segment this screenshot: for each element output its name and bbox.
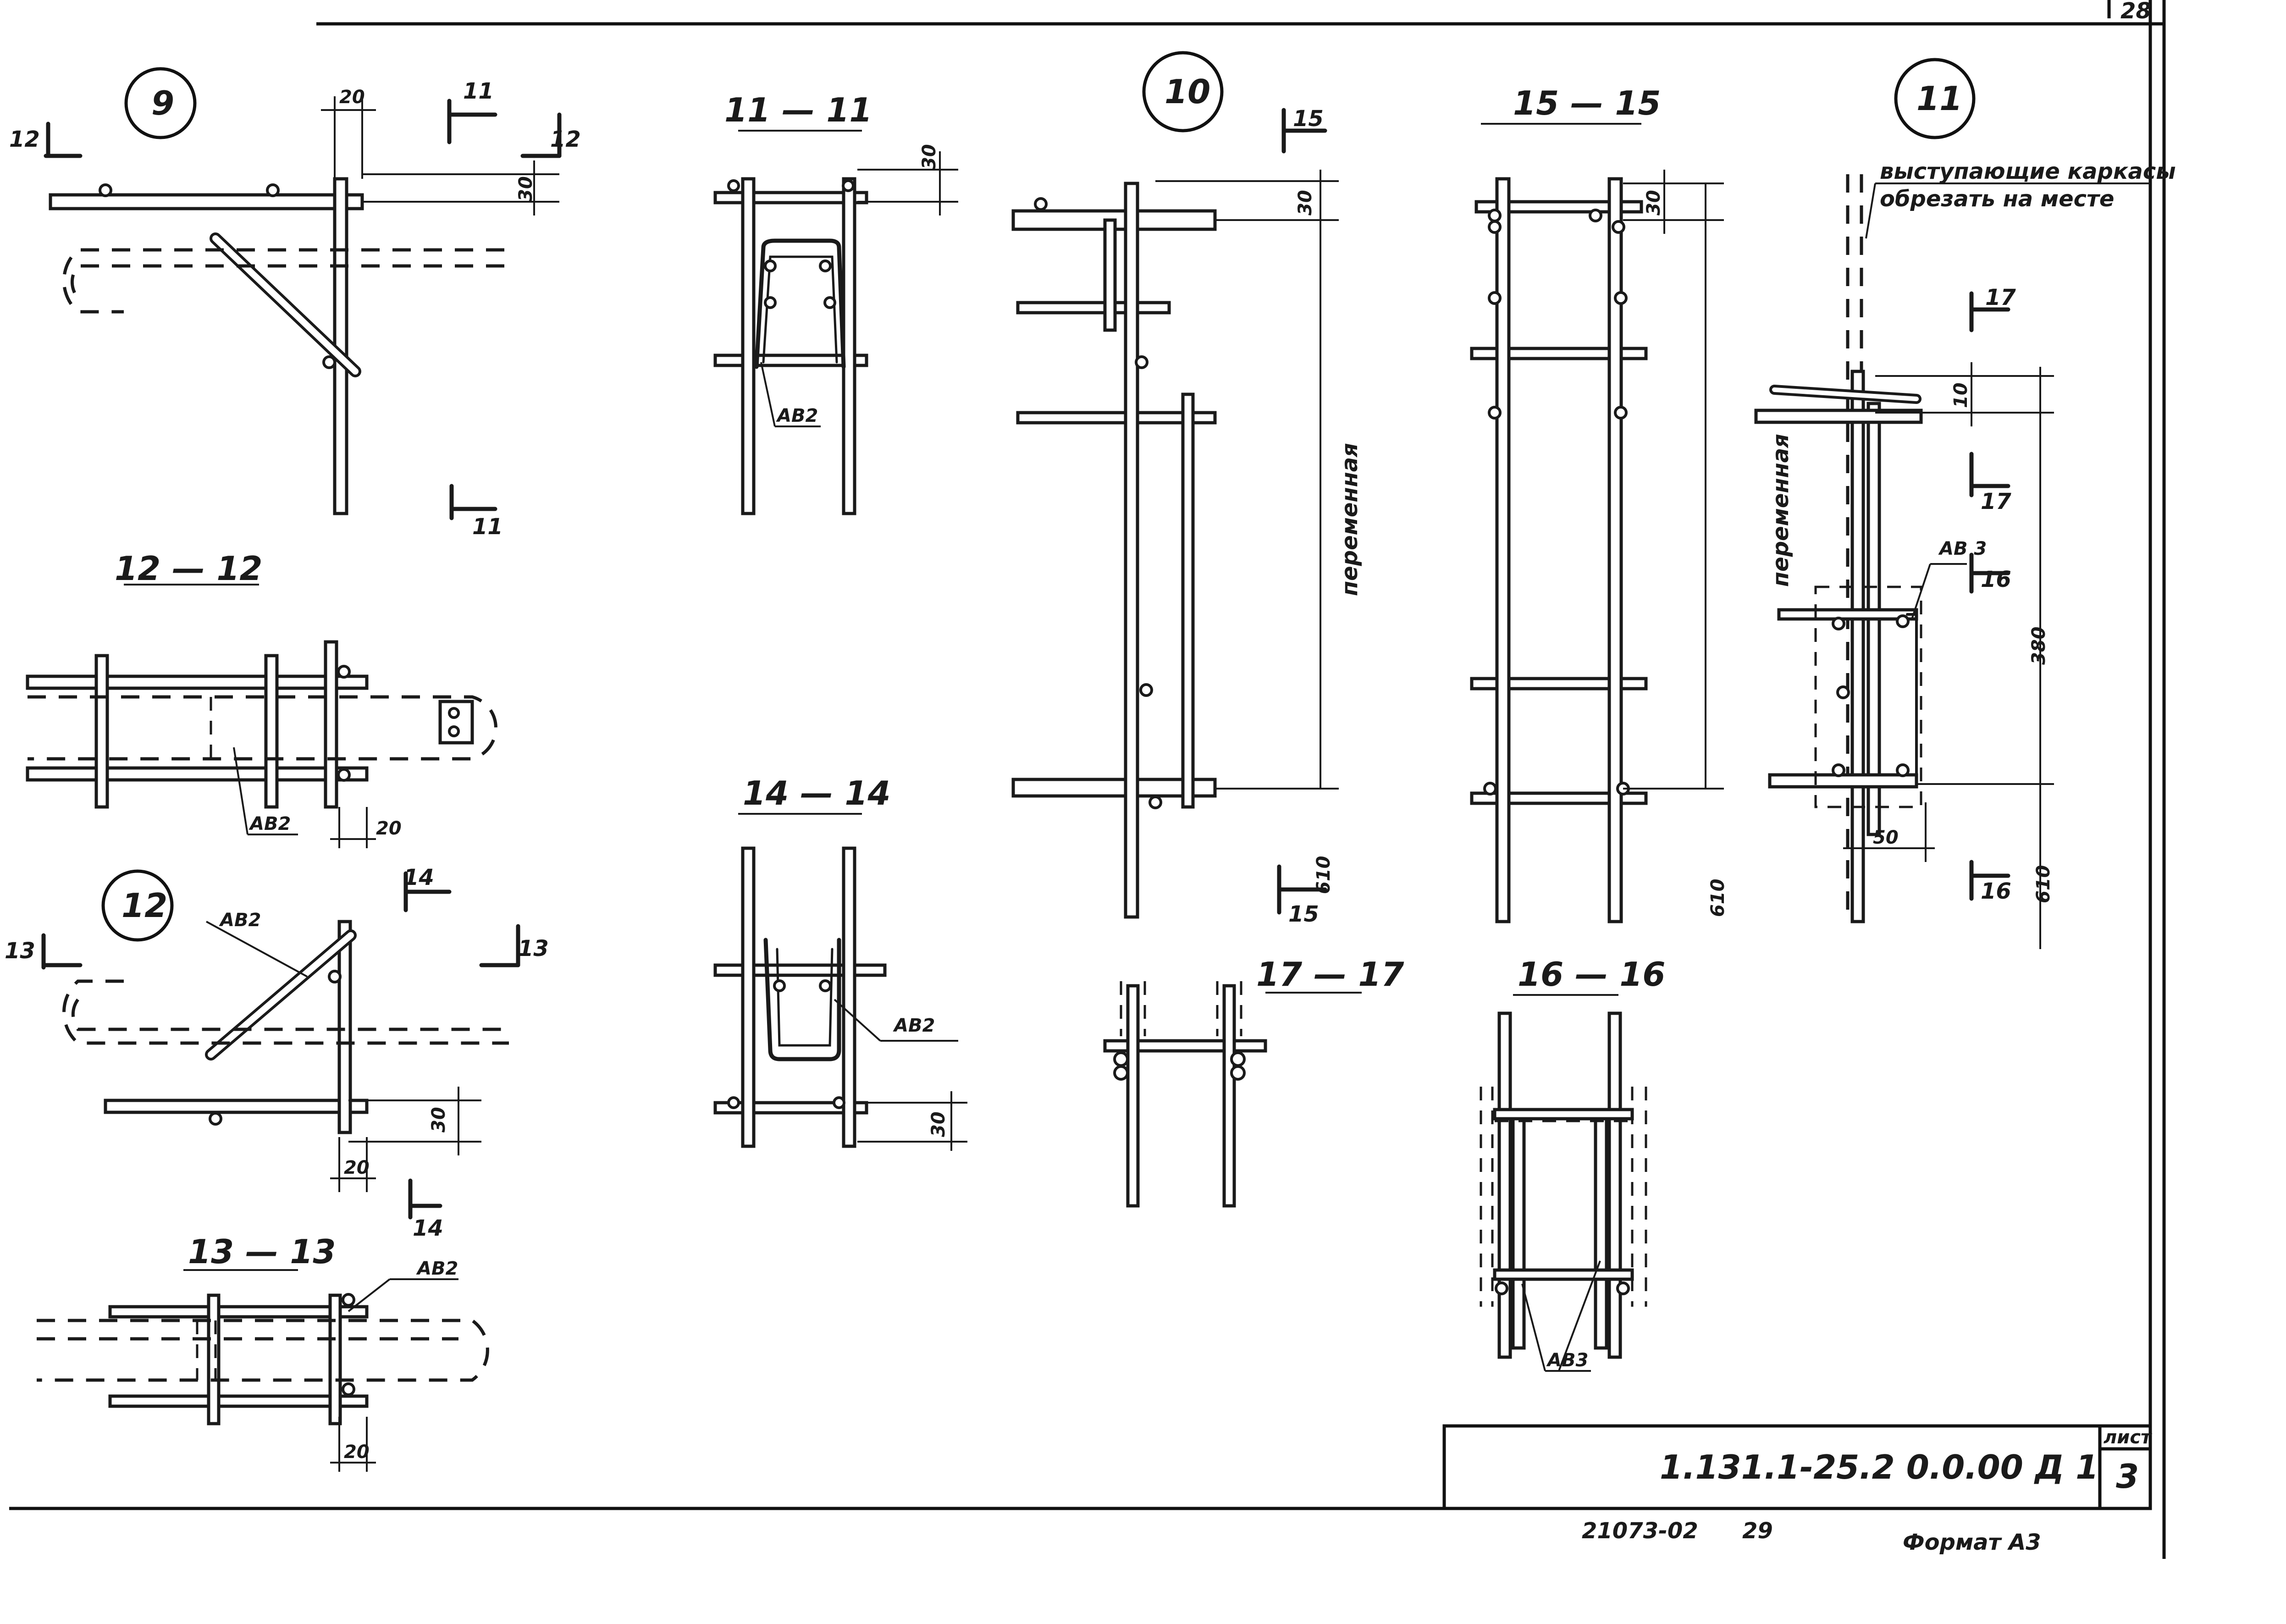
dim-20-node12: 20: [344, 1157, 370, 1178]
cut-mark-12-left: 12: [9, 127, 40, 152]
section-title-17: 17 — 17: [1256, 955, 1404, 994]
node-11-label: 11: [1916, 79, 1962, 118]
label-ab3-16: АВ3: [1546, 1350, 1588, 1371]
section-title-13: 13 — 13: [188, 1232, 336, 1271]
dim-50-node11: 50: [1873, 827, 1899, 848]
cut-mark-11-bottom: 11: [472, 514, 503, 540]
dim-610-15: 610: [1707, 879, 1728, 917]
label-ab2-11: АВ2: [776, 405, 818, 426]
section-17-17: 17 — 17: [1103, 955, 1404, 1208]
label-ab2-node12: АВ2: [219, 910, 261, 931]
cut-mark-14-top: 14: [403, 865, 434, 890]
cut-mark-13-left: 13: [5, 938, 35, 964]
section-title-11: 11 — 11: [724, 91, 872, 129]
dim-10-node11: 10: [1950, 382, 1971, 408]
node-9-label: 9: [151, 84, 174, 122]
cut-mark-16-top: 16: [1981, 567, 2011, 592]
corner-number: 28: [2120, 0, 2151, 24]
node-11-detail: 11 выступающие каркасы обрезать на месте…: [1754, 58, 2176, 949]
cut-mark-15-top: 15: [1293, 106, 1324, 132]
cut-mark-13-right: 13: [518, 936, 549, 961]
label-variable-10: переменная: [1337, 443, 1363, 596]
format-label: Формат А3: [1903, 1530, 2041, 1555]
cut-mark-16-bottom: 16: [1981, 878, 2011, 904]
section-11-11: 11 — 11 АВ2 30: [713, 91, 958, 515]
section-14-14: 14 — 14 АВ2 30: [713, 774, 967, 1151]
title-block: 1.131.1-25.2 0.0.00 Д 1 лист 3 21073-02 …: [1442, 1424, 2153, 1555]
dim-610-10: 610: [1313, 856, 1334, 895]
dim-30-14: 30: [928, 1111, 949, 1137]
cut-mark-14-bottom: 14: [413, 1215, 443, 1241]
sheet-number: 3: [2116, 1457, 2139, 1496]
label-ab2-13: АВ2: [416, 1258, 458, 1279]
section-title-16: 16 — 16: [1518, 955, 1666, 994]
cut-mark-11-top: 11: [463, 78, 494, 104]
node-10-label: 10: [1165, 72, 1210, 111]
dim-610-node11: 610: [2033, 865, 2054, 904]
dim-30-15: 30: [1643, 190, 1664, 215]
dim-20-node9: 20: [339, 87, 365, 108]
dim-380-node11: 380: [2028, 627, 2049, 665]
section-16-16: 16 — 16 АВ3: [1480, 955, 1666, 1372]
node-9-detail: 9 12 12 11 11 20 30: [9, 67, 581, 540]
section-title-12: 12 — 12: [115, 549, 263, 588]
section-title-14: 14 — 14: [743, 774, 891, 812]
stamp-code: 1.131.1-25.2 0.0.00 Д 1: [1660, 1448, 2098, 1486]
label-variable-15: переменная: [1768, 434, 1794, 587]
cut-mark-17-top: 17: [1985, 285, 2016, 310]
dim-20-13: 20: [344, 1442, 370, 1463]
node-12-detail: 12 14 14 13 13 АВ2 30 20: [5, 865, 549, 1241]
note-line-2: обрезать на месте: [1880, 186, 2114, 212]
dim-30-node9: 30: [515, 176, 536, 202]
footer-page: 29: [1742, 1518, 1773, 1544]
section-13-13: 13 — 13 АВ2 20: [37, 1232, 489, 1472]
footer-code: 21073-02: [1582, 1518, 1698, 1544]
dim-30-11: 30: [919, 144, 940, 170]
section-title-15: 15 — 15: [1513, 84, 1661, 122]
node-10-detail: 10 15 15 30 переменная 610: [1011, 51, 1363, 927]
dim-30-10: 30: [1295, 190, 1316, 215]
dim-20-12: 20: [376, 818, 402, 839]
section-15-15: 15 — 15 30 переменная 610: [1470, 84, 1794, 923]
label-ab2-12: АВ2: [248, 813, 291, 834]
dim-30-node12: 30: [428, 1107, 449, 1132]
cut-mark-12-right: 12: [550, 127, 581, 152]
label-ab3-node11: АВ 3: [1938, 538, 1987, 559]
cut-mark-17-bottom: 17: [1981, 489, 2011, 514]
note-line-1: выступающие каркасы: [1880, 159, 2176, 184]
sheet-label: лист: [2104, 1427, 2153, 1448]
label-ab2-14: АВ2: [893, 1015, 935, 1036]
node-12-label: 12: [121, 886, 167, 925]
cut-mark-15-bottom: 15: [1288, 901, 1319, 927]
section-12-12: 12 — 12 АВ2 20: [26, 549, 497, 848]
